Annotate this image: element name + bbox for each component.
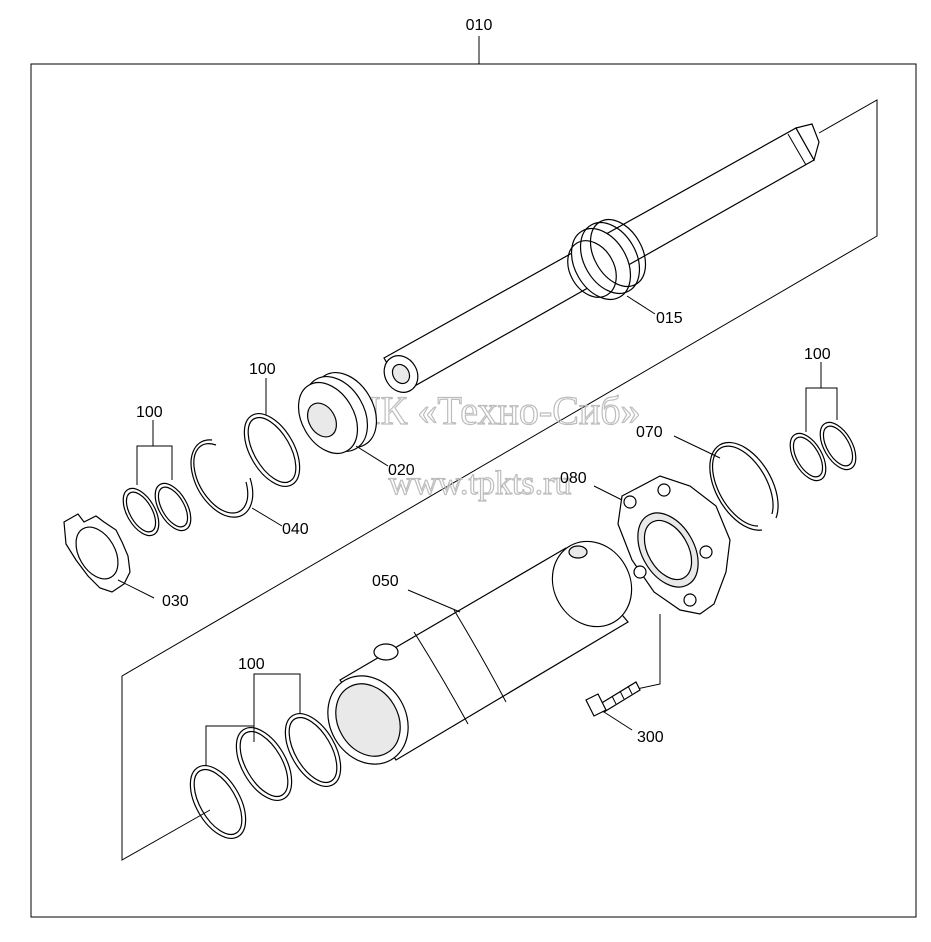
seal-ring-right-1 [789,432,827,482]
label-030: 030 [162,593,189,610]
leader-100-bottom [205,673,301,766]
piston [297,372,378,454]
leader-300 [603,711,633,731]
leader-015 [626,295,656,315]
leader-070 [673,435,721,459]
watermark-company: ТПК «Техно-Сиб» [327,388,640,433]
label-100-left: 100 [136,404,163,421]
watermark-url: www.tpkts.ru [389,465,572,502]
rod-cover [617,475,731,615]
seal-ring-bottom-1 [189,765,247,839]
label-100-bottom: 100 [238,656,265,673]
leader-050 [407,589,461,613]
label-080: 080 [560,470,587,487]
seal-ring-bottom-3 [284,713,342,787]
leader-100-left [136,445,173,485]
cylinder-tube [327,540,633,765]
leader-020 [355,445,389,467]
label-050: 050 [372,573,399,590]
seal-ring-left-1 [122,487,160,537]
assembly-frame [30,63,917,918]
label-015: 015 [656,310,683,327]
label-070: 070 [636,424,663,441]
leader-030 [117,579,155,599]
seal-ring-top-left [243,413,301,487]
label-040: 040 [282,521,309,538]
piston-rod [383,123,820,393]
seal-ring-right-2 [819,421,857,471]
leader-080-bolt [631,614,661,691]
subassembly-outline [121,99,878,861]
label-100-right: 100 [804,346,831,363]
seal-ring-bottom-2 [235,727,293,801]
label-100-top: 100 [249,361,276,378]
label-300: 300 [637,729,664,746]
leader-080 [593,485,623,501]
backup-ring [190,439,254,518]
label-020: 020 [388,462,415,479]
lock-nut [63,513,131,593]
label-010: 010 [466,17,493,34]
leader-100-right [805,387,838,432]
leader-040 [251,507,283,527]
snap-ring [709,441,779,531]
seal-ring-left-2 [154,482,192,532]
hex-bolt [585,681,641,717]
